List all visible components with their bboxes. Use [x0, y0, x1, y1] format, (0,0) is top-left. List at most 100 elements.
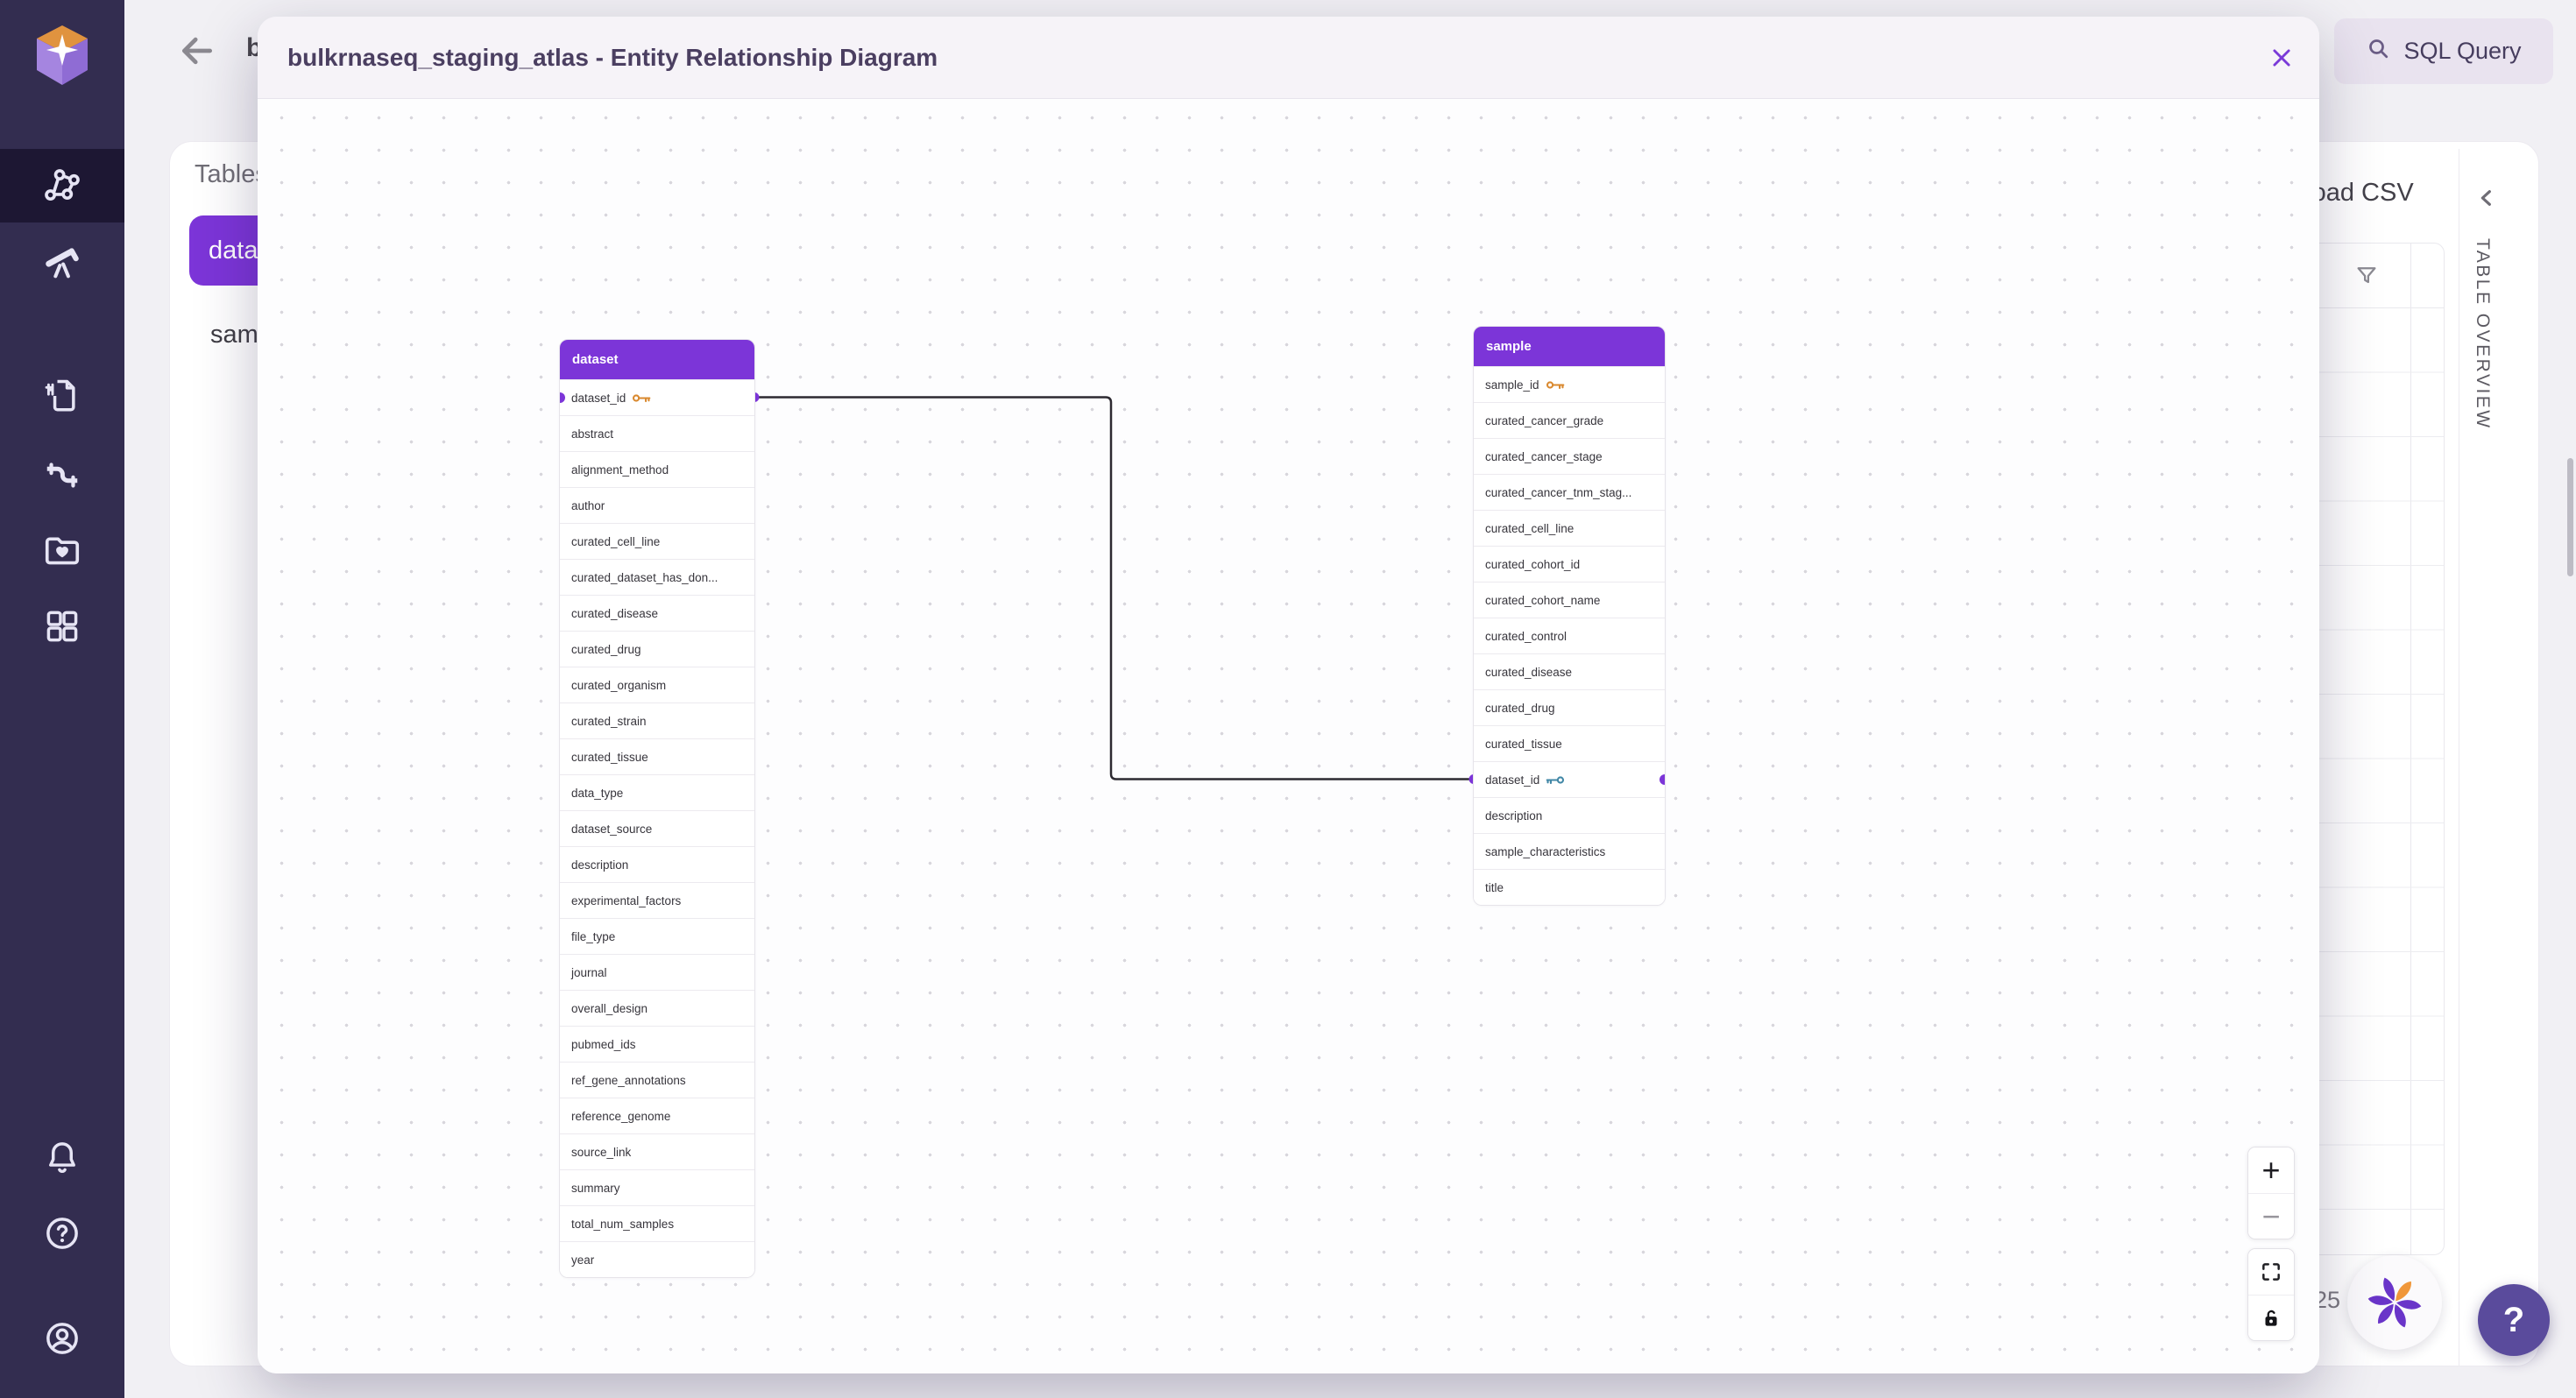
app-logo-icon[interactable] — [33, 24, 91, 87]
field-label: pubmed_ids — [571, 1037, 636, 1051]
relation-port-left — [560, 392, 565, 403]
entity-field-curated_disease[interactable]: curated_disease — [560, 595, 754, 631]
relation-port-right — [1660, 774, 1665, 785]
entity-field-curated_disease[interactable]: curated_disease — [1474, 653, 1665, 689]
field-label: abstract — [571, 427, 614, 441]
entity-field-total_num_samples[interactable]: total_num_samples — [560, 1205, 754, 1241]
field-label: journal — [571, 965, 607, 979]
field-label: author — [571, 498, 605, 512]
field-label: sample_id — [1485, 378, 1539, 392]
zoom-out-button[interactable]: − — [2248, 1193, 2294, 1239]
sidebar-item-notifications[interactable] — [0, 1121, 124, 1195]
field-label: dataset_id — [1485, 773, 1540, 787]
entity-field-sample_characteristics[interactable]: sample_characteristics — [1474, 833, 1665, 869]
filter-icon[interactable] — [2353, 263, 2380, 293]
erd-modal-title: bulkrnaseq_staging_atlas - Entity Relati… — [287, 43, 938, 71]
foreign-key-icon — [1546, 774, 1565, 786]
field-label: summary — [571, 1181, 620, 1195]
help-fab-button[interactable]: ? — [2478, 1284, 2550, 1356]
minus-icon: − — [2261, 1197, 2281, 1234]
entity-field-year[interactable]: year — [560, 1241, 754, 1277]
field-label: year — [571, 1253, 595, 1267]
sidebar-item-projects-folder[interactable] — [0, 513, 124, 587]
entity-field-curated_cancer_tnm_stag...[interactable]: curated_cancer_tnm_stag... — [1474, 474, 1665, 510]
zoom-in-button[interactable]: + — [2248, 1147, 2294, 1193]
entity-field-curated_tissue[interactable]: curated_tissue — [560, 738, 754, 774]
sidebar-item-pipeline[interactable] — [0, 438, 124, 512]
primary-key-icon — [1546, 379, 1565, 391]
entity-field-description[interactable]: description — [1474, 797, 1665, 833]
help-fab-label: ? — [2502, 1300, 2525, 1339]
entity-field-dataset_id[interactable]: dataset_id — [560, 379, 754, 415]
field-label: curated_cohort_id — [1485, 557, 1581, 571]
entity-field-dataset_id[interactable]: dataset_id — [1474, 761, 1665, 797]
field-label: curated_tissue — [1485, 737, 1562, 751]
sidebar-item-help[interactable] — [0, 1197, 124, 1270]
sidebar-item-telescope[interactable] — [0, 226, 124, 300]
grid-icon — [46, 611, 78, 642]
entity-field-curated_tissue[interactable]: curated_tissue — [1474, 725, 1665, 761]
entity-field-curated_drug[interactable]: curated_drug — [560, 631, 754, 667]
close-icon[interactable] — [2268, 45, 2295, 71]
entity-field-overall_design[interactable]: overall_design — [560, 990, 754, 1026]
sidebar-item-file-settings[interactable] — [0, 359, 124, 433]
sidebar-item-apps-grid[interactable] — [0, 590, 124, 663]
entity-field-curated_strain[interactable]: curated_strain — [560, 703, 754, 738]
entity-field-journal[interactable]: journal — [560, 954, 754, 990]
entity-field-curated_cancer_grade[interactable]: curated_cancer_grade — [1474, 402, 1665, 438]
entity-field-curated_cell_line[interactable]: curated_cell_line — [1474, 510, 1665, 546]
primary-key-icon — [632, 392, 651, 404]
entity-field-file_type[interactable]: file_type — [560, 918, 754, 954]
field-label: description — [1485, 808, 1543, 823]
entity-field-reference_genome[interactable]: reference_genome — [560, 1098, 754, 1133]
erd-modal-header: bulkrnaseq_staging_atlas - Entity Relati… — [258, 17, 2319, 99]
field-label: experimental_factors — [571, 893, 682, 907]
pipeline-icon — [46, 462, 78, 488]
entity-field-author[interactable]: author — [560, 487, 754, 523]
field-label: data_type — [571, 786, 624, 800]
entity-field-curated_dataset_has_don...[interactable]: curated_dataset_has_don... — [560, 559, 754, 595]
field-label: curated_tissue — [571, 750, 648, 764]
entity-field-curated_cell_line[interactable]: curated_cell_line — [560, 523, 754, 559]
entity-field-title[interactable]: title — [1474, 869, 1665, 905]
fullscreen-icon — [2262, 1263, 2280, 1281]
table-overview-label[interactable]: TABLE OVERVIEW — [2473, 238, 2493, 430]
entity-field-source_link[interactable]: source_link — [560, 1133, 754, 1169]
page-scrollbar-thumb[interactable] — [2567, 458, 2573, 576]
entity-field-abstract[interactable]: abstract — [560, 415, 754, 451]
telescope-icon — [46, 248, 79, 279]
folder-heart-icon — [45, 537, 80, 565]
lock-button[interactable] — [2248, 1295, 2294, 1340]
entity-title-dataset[interactable]: dataset — [560, 340, 754, 379]
sidebar-item-account[interactable] — [0, 1302, 124, 1375]
fit-view-button[interactable] — [2248, 1249, 2294, 1295]
tables-heading: Tables — [195, 160, 268, 188]
entity-field-description[interactable]: description — [560, 846, 754, 882]
entity-field-pubmed_ids[interactable]: pubmed_ids — [560, 1026, 754, 1062]
brand-flower-icon[interactable] — [2347, 1255, 2442, 1350]
back-arrow-icon[interactable] — [178, 32, 216, 70]
entity-field-curated_drug[interactable]: curated_drug — [1474, 689, 1665, 725]
entity-field-summary[interactable]: summary — [560, 1169, 754, 1205]
sidebar — [0, 0, 124, 1398]
entity-field-experimental_factors[interactable]: experimental_factors — [560, 882, 754, 918]
entity-title-sample[interactable]: sample — [1474, 327, 1665, 366]
entity-field-data_type[interactable]: data_type — [560, 774, 754, 810]
entity-field-curated_cohort_id[interactable]: curated_cohort_id — [1474, 546, 1665, 582]
entity-field-curated_cancer_stage[interactable]: curated_cancer_stage — [1474, 438, 1665, 474]
entity-field-curated_cohort_name[interactable]: curated_cohort_name — [1474, 582, 1665, 618]
entity-field-curated_organism[interactable]: curated_organism — [560, 667, 754, 703]
entity-field-ref_gene_annotations[interactable]: ref_gene_annotations — [560, 1062, 754, 1098]
sidebar-item-graph[interactable] — [0, 149, 124, 222]
field-label: curated_cancer_tnm_stag... — [1485, 485, 1632, 499]
entity-field-sample_id[interactable]: sample_id — [1474, 366, 1665, 402]
petals — [2367, 1277, 2422, 1328]
entity-field-alignment_method[interactable]: alignment_method — [560, 451, 754, 487]
entity-field-curated_control[interactable]: curated_control — [1474, 618, 1665, 653]
sql-query-button[interactable]: SQL Query — [2334, 18, 2553, 84]
entity-field-dataset_source[interactable]: dataset_source — [560, 810, 754, 846]
collapse-chevron-icon[interactable] — [2473, 184, 2501, 212]
